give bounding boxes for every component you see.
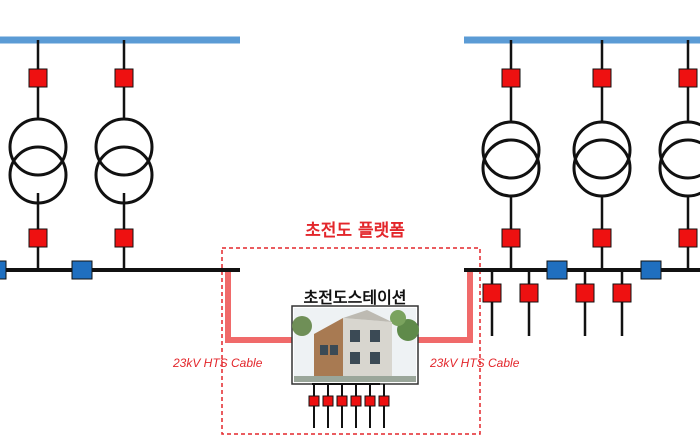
station-feeder: [364, 384, 376, 428]
station-outgoing-feeders: [308, 383, 390, 428]
right-feeder-2: [572, 40, 632, 270]
left-substation: [0, 36, 240, 280]
right-outgoing-feeder: [482, 270, 502, 336]
station-feeder: [336, 384, 348, 428]
right-feeder-3: [658, 40, 700, 270]
circuit-breaker: [678, 68, 698, 88]
bus-coupler: [640, 260, 662, 280]
bus-coupler: [71, 260, 93, 280]
bus-coupler: [546, 260, 568, 280]
circuit-breaker: [519, 283, 539, 303]
station-feeder: [378, 384, 390, 428]
right-substation: [464, 36, 700, 336]
circuit-breaker: [308, 395, 320, 407]
station-feeder: [308, 384, 320, 428]
circuit-breaker: [501, 68, 521, 88]
transformer-icon: [94, 117, 154, 205]
transformer-icon: [658, 120, 700, 198]
circuit-breaker: [28, 228, 48, 248]
circuit-breaker: [592, 228, 612, 248]
bus-coupler: [0, 260, 7, 280]
transformer-icon: [572, 120, 632, 198]
hts-cable-left: [225, 270, 296, 343]
circuit-breaker: [114, 228, 134, 248]
circuit-breaker: [114, 68, 134, 88]
circuit-breaker: [28, 68, 48, 88]
hts-cable-right-label: 23kV HTS Cable: [430, 356, 520, 370]
circuit-breaker: [612, 283, 632, 303]
right-outgoing-feeder: [575, 270, 595, 336]
hts-cable-right: [414, 270, 473, 343]
circuit-breaker: [592, 68, 612, 88]
circuit-breaker: [364, 395, 376, 407]
right-outgoing-feeder: [519, 270, 539, 336]
hts-cable-left-label: 23kV HTS Cable: [173, 356, 263, 370]
circuit-breaker: [575, 283, 595, 303]
circuit-breaker: [678, 228, 698, 248]
platform-label: 초전도 플랫폼: [305, 221, 405, 241]
station-feeder: [322, 384, 334, 428]
transformer-icon: [481, 120, 541, 198]
circuit-breaker: [378, 395, 390, 407]
circuit-breaker: [482, 283, 502, 303]
right-feeder-1: [481, 40, 541, 270]
hts-platform-boundary: [221, 247, 481, 435]
station-feeder: [350, 384, 362, 428]
station-building-image: [291, 305, 419, 385]
circuit-breaker: [501, 228, 521, 248]
left-feeder-1: [8, 40, 68, 270]
circuit-breaker: [322, 395, 334, 407]
circuit-breaker: [336, 395, 348, 407]
transformer-icon: [8, 117, 68, 205]
right-outgoing-feeder: [612, 270, 632, 336]
left-feeder-2: [94, 40, 154, 270]
circuit-breaker: [350, 395, 362, 407]
station-label: 초전도스테이션: [303, 288, 407, 307]
